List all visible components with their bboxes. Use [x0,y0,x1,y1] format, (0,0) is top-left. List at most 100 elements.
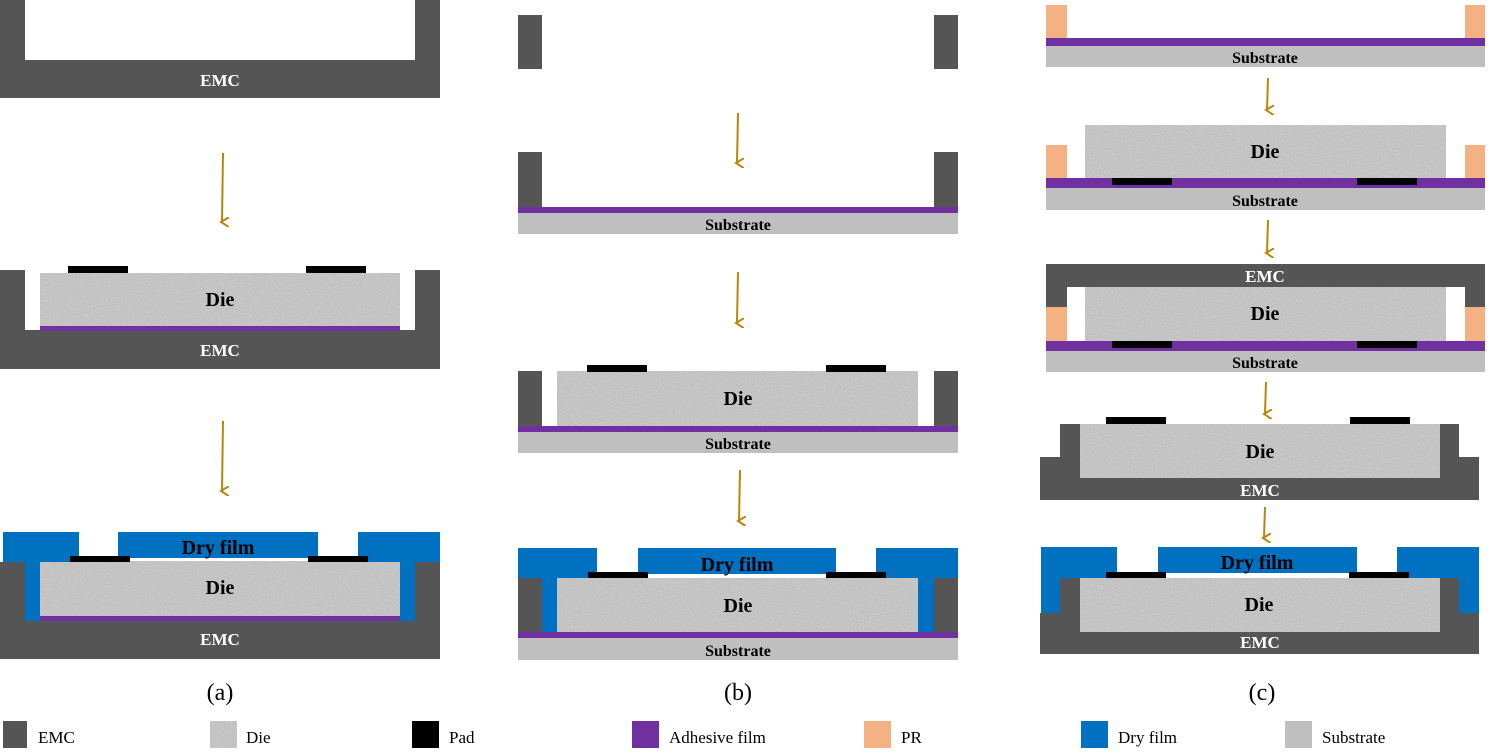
arrow-b2 [737,271,738,323]
pad [308,556,368,562]
substrate-label: Substrate [1232,355,1298,372]
legend-swatch [1081,721,1108,748]
emc-layer [934,371,958,426]
b-step1-emc-walls [518,15,958,69]
legend-label: Die [246,728,271,747]
dry-film-layer [1041,547,1117,613]
dry-film-layer [3,532,79,562]
pad [588,572,648,578]
die-texture [210,721,237,748]
caption-b: (b) [724,680,752,706]
dry-film-layer [400,562,415,621]
b-step4-dry-film: Dry film Die Substrate [518,548,958,660]
emc-label: EMC [1240,481,1280,500]
c-step2-die-face-down: Die Substrate [1046,125,1485,210]
substrate-label: Substrate [1232,193,1298,210]
legend-label: Dry film [1118,728,1177,747]
die-label: Die [1245,594,1274,616]
adhesive-film [1046,341,1485,351]
dry-film-layer [1158,547,1357,573]
substrate-layer [518,213,958,234]
pad [1106,417,1166,424]
dry-film-layer [1397,547,1479,613]
substrate-layer [518,638,958,660]
legend-label: Pad [449,728,475,747]
emc-label: EMC [200,630,240,649]
legend-swatch [864,721,891,748]
dry-film-layer [118,532,318,558]
emc-layer [934,578,958,632]
pad [1350,417,1410,424]
c-step5-dry-film: Dry film Die EMC [1040,547,1479,654]
adhesive-film [518,207,958,213]
substrate-label: Substrate [1232,50,1298,67]
die-texture [40,561,400,616]
legend-item-emc: EMC [3,721,75,748]
substrate-label: Substrate [705,217,771,234]
arrow-c3 [1265,381,1266,414]
substrate-layer [1046,351,1485,372]
legend-swatch [1285,721,1312,748]
caption-a: (a) [207,680,234,706]
die-label: Die [724,388,753,410]
arrow-b1 [737,112,738,163]
arrow-b3 [739,469,740,521]
arrow-c4 [1264,506,1265,538]
pr-block [1046,307,1067,341]
die-texture [1085,125,1446,178]
pad [68,266,128,273]
column-a: EMC Die EMC Dry film [0,0,440,706]
die-label: Die [1251,303,1280,325]
emc-layer [518,15,542,69]
emc-label: EMC [1245,267,1285,286]
legend-item-pr: PR [864,721,922,748]
dry-film-label: Dry film [1221,552,1294,574]
emc-layer [934,152,958,208]
adhesive-film [40,616,400,621]
pad [1112,341,1172,348]
pr-block [1046,145,1067,178]
b-step3-die-placed: Die Substrate [518,365,958,453]
emc-layer [0,0,440,98]
substrate-label: Substrate [705,643,771,660]
emc-layer [1040,578,1479,654]
dry-film-layer [638,548,836,574]
a-step2-die-in-emc: Die EMC [0,266,440,369]
die-label: Die [1246,441,1275,463]
column-c: Substrate Die Substrate [1040,5,1485,706]
adhesive-film [518,632,958,638]
arrow-c2 [1267,219,1268,253]
arrow-a1 [222,152,223,222]
arrow-c1 [1267,77,1268,110]
pr-block [1046,5,1067,38]
emc-layer [0,562,440,659]
pad [1357,341,1417,348]
pad [1357,178,1417,185]
legend-label: PR [901,728,922,747]
c-step3-molding: EMC Die Substrate [1046,264,1485,372]
pad [587,365,647,372]
adhesive-film [1046,178,1485,188]
pr-block [1465,145,1485,178]
column-b: Substrate Die Substrate [518,15,958,706]
legend-item-pad: Pad [412,721,475,748]
die-texture [1085,287,1446,341]
dry-film-layer [358,532,440,562]
pad [826,572,886,578]
dry-film-label: Dry film [701,554,774,576]
pad [306,266,366,273]
legend: EMC Die Pad Adhesive film PR Dry film Su… [3,721,1385,748]
legend-swatch [632,721,659,748]
die-label: Die [724,595,753,617]
emc-layer [518,371,542,426]
caption-c: (c) [1249,680,1276,706]
substrate-layer [1046,188,1485,210]
legend-item-dry-film: Dry film [1081,721,1177,748]
pr-block [1465,307,1485,341]
legend-item-adhesive-film: Adhesive film [632,721,766,748]
dry-film-layer [876,548,958,578]
pad [1112,178,1172,185]
legend-label: Substrate [1322,728,1385,747]
die-texture [1080,578,1440,632]
